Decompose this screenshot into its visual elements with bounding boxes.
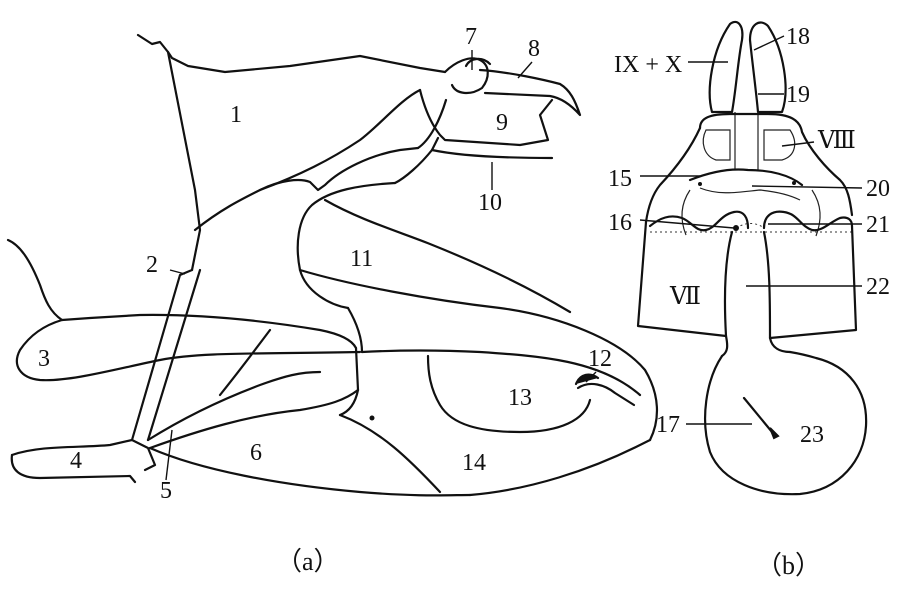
label-16: 16	[608, 210, 632, 236]
panel-b-labels: IX + X 18 19 Ⅷ 15 20 16 21 Ⅶ 22 17 23	[608, 24, 890, 448]
label-19: 19	[786, 82, 810, 108]
label-23: 23	[800, 422, 824, 448]
label-8: 8	[528, 36, 540, 62]
label-2: 2	[146, 252, 158, 278]
label-11: 11	[350, 246, 373, 272]
label-1: 1	[230, 102, 242, 128]
label-12: 12	[588, 346, 612, 372]
label-18: 18	[786, 24, 810, 50]
label-17: 17	[656, 412, 680, 438]
label-15: 15	[608, 166, 632, 192]
label-14: 14	[462, 450, 486, 476]
label-9: 9	[496, 110, 508, 136]
label-vii: Ⅶ	[669, 284, 701, 310]
panel-a-labels: 1 2 3 4 5 6 7 8 9 10 11 12 13 14	[38, 24, 612, 504]
label-20: 20	[866, 176, 890, 202]
panel-a-caption: （a）	[276, 547, 340, 576]
label-10: 10	[478, 190, 502, 216]
panel-a-drawing	[6, 33, 659, 497]
label-6: 6	[250, 440, 262, 466]
label-viii: Ⅷ	[817, 128, 856, 154]
label-3: 3	[38, 346, 50, 372]
label-5: 5	[160, 478, 172, 504]
label-ix-x: IX + X	[614, 52, 682, 78]
panel-b-drawing	[636, 20, 868, 496]
label-13: 13	[508, 385, 532, 411]
label-22: 22	[866, 274, 890, 300]
label-4: 4	[70, 448, 82, 474]
label-21: 21	[866, 212, 890, 238]
label-7: 7	[465, 24, 477, 50]
panel-b-caption: （b）	[756, 551, 821, 580]
